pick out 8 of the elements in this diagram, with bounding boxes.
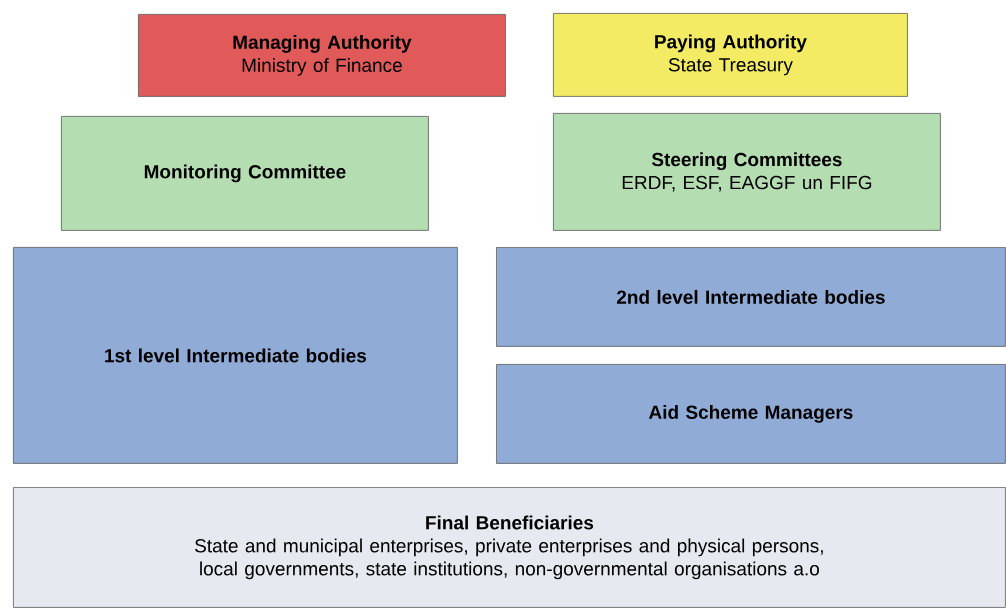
org-box: 1st level Intermediate bodies (13, 247, 458, 464)
org-box: Aid Scheme Managers (496, 364, 1006, 464)
org-box: Final Beneficiaries State and municipal enterprises, private enterprises and physical persons, local governments, state institutions, non-governmental organisations a.o (13, 487, 1006, 608)
org-box: 2nd level Intermediate bodies (496, 247, 1006, 347)
org-box: Managing Authority Ministry of Finance (138, 14, 506, 97)
org-box: Steering Committees ERDF, ESF, EAGGF un FIFG (553, 113, 941, 231)
org-box: Paying Authority State Treasury (553, 13, 908, 97)
org-box: Monitoring Committee (61, 116, 429, 231)
